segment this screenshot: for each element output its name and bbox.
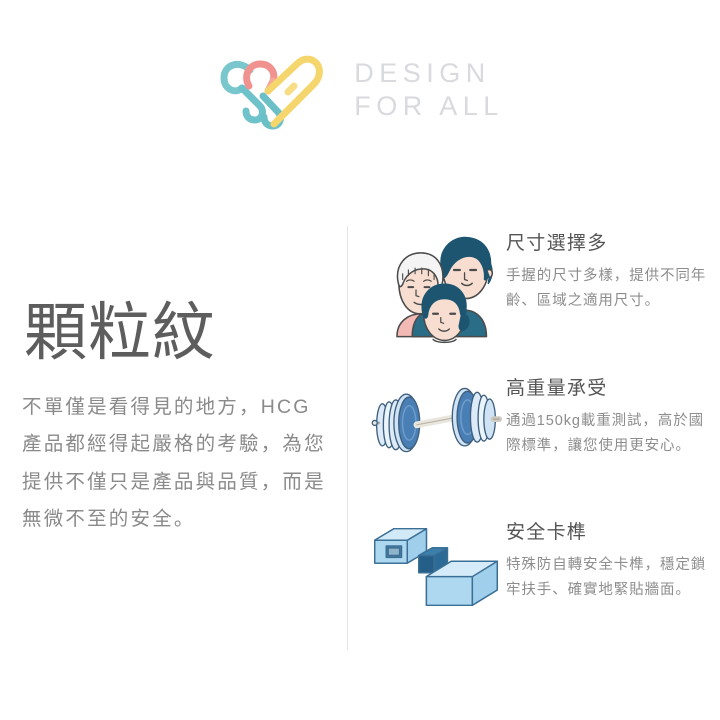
safety-latch-blocks-icon [366, 515, 506, 615]
feature-text: 高重量承受 通過150kg載重測試，高於國際標準，讓您使用更安心。 [506, 371, 710, 459]
feature-title: 安全卡榫 [506, 522, 588, 543]
feature-description: 通過150kg載重測試，高於國際標準，讓您使用更安心。 [506, 412, 705, 455]
left-column: 顆粒紋 不單僅是看得見的地方，HCG 產品都經得起嚴格的考驗，為您提供不僅只是產… [22, 300, 334, 539]
feature-text: 尺寸選擇多 手握的尺寸多樣，提供不同年齡、區域之適用尺寸。 [506, 226, 710, 314]
brand-wordmark: DESIGN FOR ALL [354, 57, 504, 123]
feature-item: 安全卡榫 特殊防自轉安全卡榫，穩定鎖牢扶手、確實地緊貼牆面。 [366, 515, 710, 637]
brand-header: DESIGN FOR ALL [0, 40, 720, 140]
feature-description: 手握的尺寸多樣，提供不同年齡、區域之適用尺寸。 [506, 267, 707, 310]
feature-item: 高重量承受 通過150kg載重測試，高於國際標準，讓您使用更安心。 [366, 371, 710, 493]
heart-paperclip-logo-icon [216, 46, 326, 134]
lead-paragraph: 不單僅是看得見的地方，HCG 產品都經得起嚴格的考驗，為您提供不僅只是產品與品質… [22, 395, 326, 531]
brand-wordmark-line-1: DESIGN [354, 58, 491, 89]
brand-wordmark-line-2: FOR ALL [354, 91, 504, 121]
feature-title: 高重量承受 [506, 378, 608, 399]
feature-title: 尺寸選擇多 [506, 233, 608, 254]
feature-text: 安全卡榫 特殊防自轉安全卡榫，穩定鎖牢扶手、確實地緊貼牆面。 [506, 515, 710, 603]
feature-item: 尺寸選擇多 手握的尺寸多樣，提供不同年齡、區域之適用尺寸。 [366, 226, 710, 349]
page-title: 顆粒紋 [24, 298, 216, 368]
feature-list: 尺寸選擇多 手握的尺寸多樣，提供不同年齡、區域之適用尺寸。 [366, 226, 710, 659]
family-faces-icon [366, 226, 506, 349]
feature-description: 特殊防自轉安全卡榫，穩定鎖牢扶手、確實地緊貼牆面。 [506, 556, 707, 599]
column-divider [347, 226, 348, 650]
dumbbell-icon [366, 371, 506, 467]
